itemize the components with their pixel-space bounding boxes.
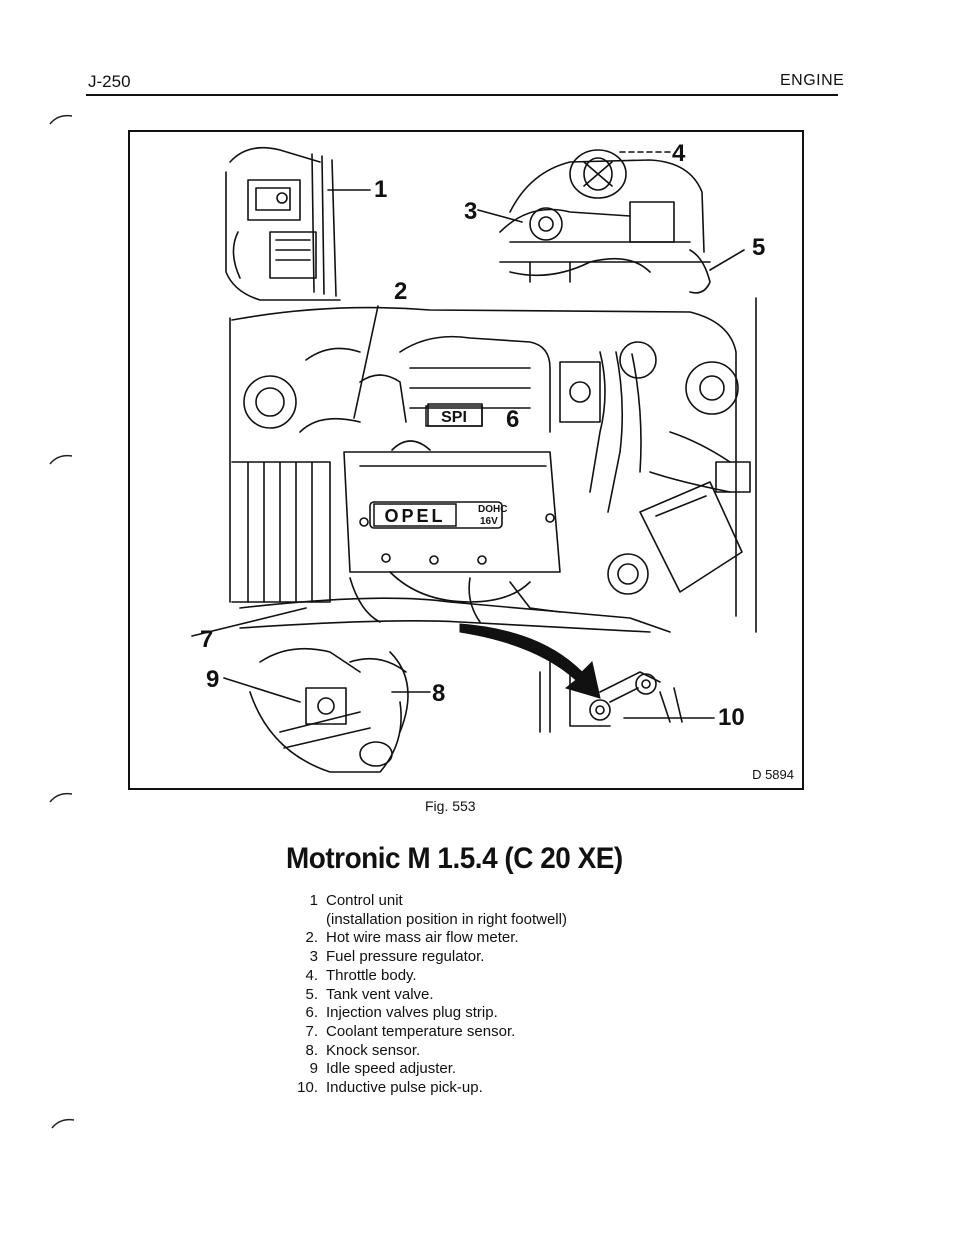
engine-figure: SPI OPEL DOHC 16V 1 2 3 4 5 6 7 8 9 10 D…	[128, 130, 804, 790]
leader-line-7	[191, 607, 307, 637]
legend-item: 7.Coolant temperature sensor.	[305, 1022, 516, 1040]
leader-line-2	[353, 305, 379, 419]
leader-line-5	[709, 249, 745, 271]
throttle-body-inset	[499, 149, 711, 294]
callout-8: 8	[432, 680, 446, 707]
margin-mark-1	[49, 114, 73, 125]
margin-mark-2	[49, 454, 73, 465]
callout-9: 9	[206, 666, 220, 693]
callout-4: 4	[672, 140, 686, 167]
legend-item: (installation position in right footwell…	[326, 910, 567, 928]
callout-6: 6	[506, 406, 520, 433]
engine-drawing: SPI OPEL DOHC 16V	[191, 146, 757, 773]
leader-line-9	[223, 677, 301, 703]
margin-mark-4	[51, 1118, 75, 1129]
callout-10: 10	[718, 704, 745, 731]
margin-mark-3	[49, 792, 73, 803]
page-title: Motronic M 1.5.4 (C 20 XE)	[286, 842, 623, 875]
callout-3: 3	[464, 198, 478, 225]
legend-item: 6.Injection valves plug strip.	[305, 1004, 498, 1022]
callout-1: 1	[374, 176, 388, 203]
spi-label: SPI	[441, 409, 467, 426]
drawing-code: D 5894	[752, 767, 794, 782]
callout-5: 5	[752, 234, 766, 261]
dohc-label: DOHC	[478, 504, 507, 515]
page-number: J-250	[88, 72, 131, 91]
legend-item: 10.Inductive pulse pick-up.	[297, 1079, 483, 1097]
figure-caption: Fig. 553	[425, 798, 476, 814]
pulse-pickup-inset	[539, 661, 683, 733]
knock-sensor-inset	[249, 647, 409, 773]
legend-item: 5.Tank vent valve.	[305, 985, 434, 1003]
opel-label: OPEL	[384, 506, 445, 526]
header-rule	[86, 94, 838, 96]
legend-item: 8.Knock sensor.	[305, 1041, 421, 1059]
control-unit-inset	[225, 146, 341, 301]
callout-7: 7	[200, 626, 214, 653]
legend-item: 4.Throttle body.	[305, 966, 417, 984]
legend-item: 2.Hot wire mass air flow meter.	[305, 929, 519, 947]
engine-bay	[229, 297, 757, 633]
section-title: ENGINE	[780, 72, 845, 89]
valves-label: 16V	[480, 516, 498, 527]
callout-2: 2	[394, 278, 408, 305]
leader-line-3	[477, 209, 523, 223]
pointer-arrow	[459, 623, 601, 699]
